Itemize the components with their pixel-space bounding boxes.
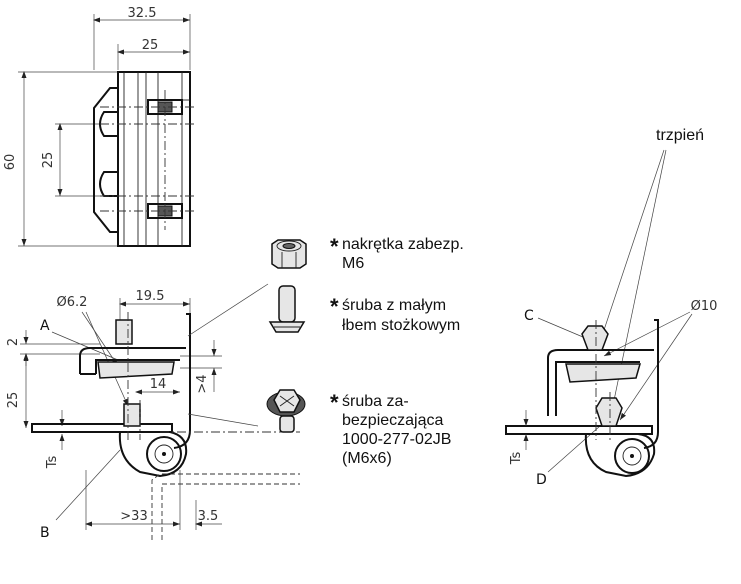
pin-c-icon: [581, 325, 609, 351]
dim-32-5: 32.5: [128, 6, 157, 21]
top-view: 32.5 25 60 25: [3, 6, 196, 247]
asterisk-1: *: [330, 234, 339, 259]
nut-line1: nakrętka zabezp.: [342, 236, 464, 253]
secure-line3: 1000-277-02JB: [342, 431, 451, 448]
nut-icon: [271, 239, 307, 269]
side-view: 19.5 Ø6.2 A B 2 25 Ts >4 14: [6, 283, 300, 541]
nut-line2: M6: [342, 255, 364, 272]
label-trzpien: trzpień: [656, 127, 704, 144]
label-a: A: [40, 318, 50, 334]
asterisk-2: *: [330, 294, 339, 319]
screw-icon: [268, 285, 306, 333]
dim-25-top: 25: [142, 38, 159, 53]
dim-60: 60: [3, 154, 18, 171]
label-d: D: [536, 472, 547, 488]
label-c: C: [524, 308, 534, 324]
dim-d10: Ø10: [691, 299, 718, 314]
secure-line2: bezpieczająca: [342, 412, 444, 429]
secure-line4: (M6x6): [342, 450, 392, 467]
screw-line2: łbem stożkowym: [342, 317, 460, 334]
dim-14: 14: [150, 377, 167, 392]
dim-3-5: 3.5: [198, 509, 219, 524]
label-b: B: [40, 525, 50, 541]
dim-ts-side: Ts: [45, 455, 60, 469]
screw-line1: śruba z małym: [342, 297, 446, 314]
dim-4: >4: [195, 374, 210, 393]
asterisk-3: *: [330, 390, 339, 415]
dim-2: 2: [6, 338, 21, 346]
dim-19-5: 19.5: [136, 289, 165, 304]
securing-screw-icon: [266, 389, 306, 433]
dim-25-side: 25: [6, 392, 21, 409]
parts: * nakrętka zabezp. M6 * śruba z małym łb…: [266, 234, 464, 467]
secure-line1: śruba za-: [342, 393, 409, 410]
dim-ts-right: Ts: [509, 451, 524, 465]
dim-d6-2: Ø6.2: [57, 295, 88, 310]
right-view: trzpień Ø10 C D Ts: [505, 127, 718, 488]
pin-d-icon: [595, 397, 623, 427]
dim-25-left: 25: [41, 152, 56, 169]
dim-33: >33: [120, 509, 147, 524]
